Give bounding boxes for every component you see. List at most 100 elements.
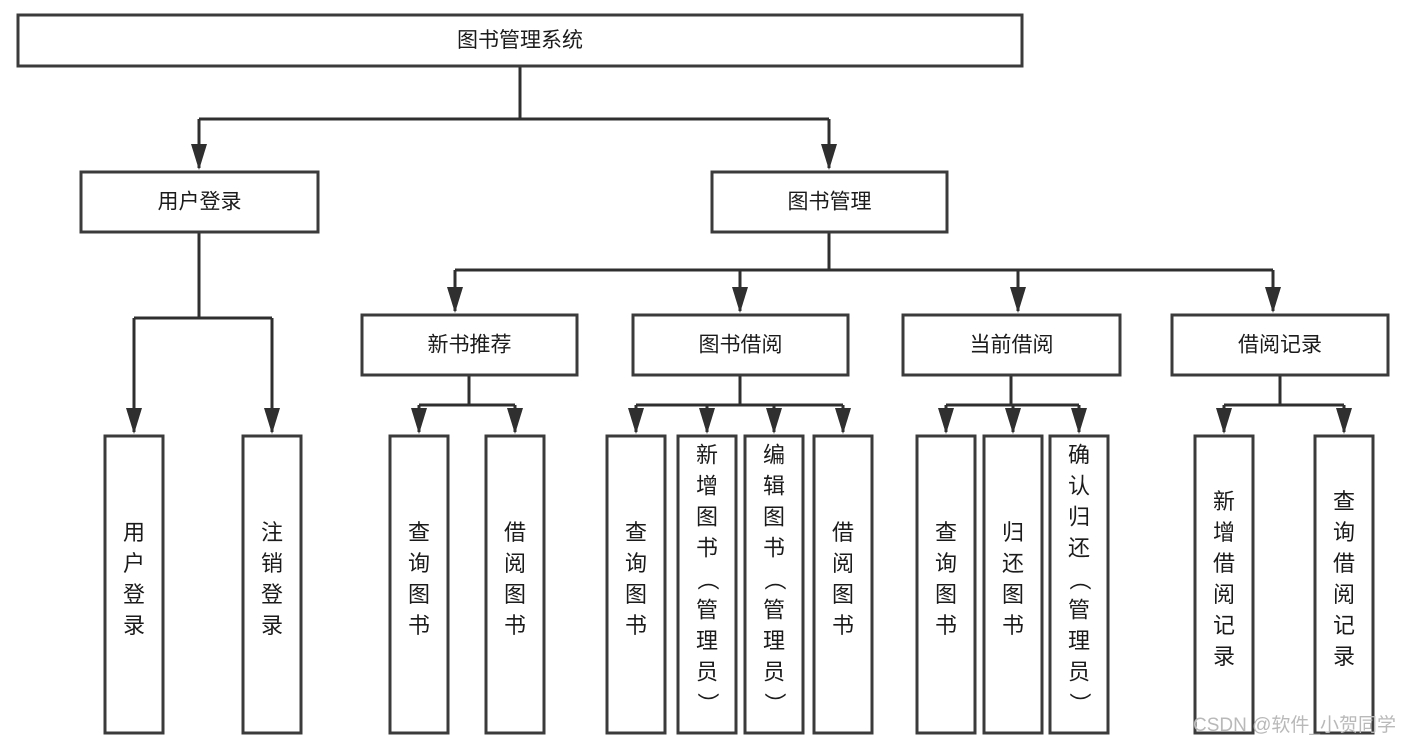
node-label-leaf-cur-return-char-0: 归 <box>1002 520 1024 545</box>
node-label-leaf-cur-return-char-3: 书 <box>1002 613 1024 638</box>
arrow-icon-newbook-1 <box>507 408 523 434</box>
node-records[interactable]: 借阅记录 <box>1170 313 1390 377</box>
node-box-leaf-rec-query[interactable] <box>1313 434 1375 735</box>
node-label-leaf-rec-add-char-4: 记 <box>1213 613 1235 638</box>
node-box-newbook[interactable] <box>360 313 579 377</box>
node-box-leaf-new-borrow[interactable] <box>484 434 546 735</box>
node-label-leaf-cur-return-char-2: 图 <box>1002 582 1024 607</box>
node-box-bookmgmt[interactable] <box>710 170 949 234</box>
node-label-leaf-borrow-add-char-5: 管 <box>696 598 718 623</box>
node-borrow[interactable]: 图书借阅 <box>631 313 850 377</box>
arrow-icon-borrow-3 <box>835 408 851 434</box>
node-label-records: 借阅记录 <box>1238 334 1322 357</box>
node-box-leaf-new-query[interactable] <box>388 434 450 735</box>
node-newbook[interactable]: 新书推荐 <box>360 313 579 377</box>
arrow-icon-login-1 <box>264 408 280 434</box>
node-label-leaf-user-login-char-0: 用 <box>123 520 145 545</box>
node-box-leaf-cur-confirm[interactable] <box>1048 434 1110 735</box>
node-label-leaf-borrow-add-char-4: （ <box>695 568 720 590</box>
node-label-leaf-rec-query-char-3: 阅 <box>1333 582 1355 607</box>
connector-group-bookmgmt <box>447 232 1281 313</box>
node-box-leaf-user-logout[interactable] <box>241 434 303 735</box>
node-box-root[interactable] <box>16 13 1024 68</box>
node-label-leaf-borrow-add-char-1: 增 <box>696 474 718 499</box>
arrow-icon-borrow-2 <box>766 408 782 434</box>
connector-layer <box>126 66 1352 434</box>
node-label-borrow: 图书借阅 <box>699 334 783 357</box>
node-label-leaf-borrow-add-char-7: 员 <box>696 660 718 685</box>
node-label-leaf-cur-confirm-char-3: 还 <box>1068 536 1090 561</box>
node-label-leaf-cur-query-char-3: 书 <box>935 613 957 638</box>
node-label-leaf-borrow-edit-char-6: 理 <box>763 629 785 654</box>
node-login[interactable]: 用户登录 <box>79 170 320 234</box>
node-box-login[interactable] <box>79 170 320 234</box>
node-label-leaf-user-login-char-2: 登 <box>123 582 145 607</box>
node-box-leaf-borrow-add[interactable] <box>676 434 738 735</box>
node-label-newbook: 新书推荐 <box>428 334 512 357</box>
node-label-leaf-borrow-add-char-0: 新 <box>696 443 718 468</box>
arrow-icon-login-0 <box>126 408 142 434</box>
csdn-watermark: CSDN @软件_小贺同学 <box>1193 714 1396 736</box>
node-box-leaf-rec-add[interactable] <box>1193 434 1255 735</box>
arrow-icon-borrow-0 <box>628 408 644 434</box>
node-label-leaf-cur-confirm-char-0: 确 <box>1068 443 1090 468</box>
node-label-leaf-borrow-query-char-2: 图 <box>625 582 647 607</box>
connector-group-records <box>1216 375 1352 434</box>
node-box-borrow[interactable] <box>631 313 850 377</box>
node-leaf-user-login[interactable]: 用户登录 <box>103 434 165 735</box>
arrow-icon-borrow-1 <box>699 408 715 434</box>
arrow-icon-current-2 <box>1071 408 1087 434</box>
node-label-leaf-borrow-edit-char-4: （ <box>762 568 787 590</box>
arrow-icon-bookmgmt-3 <box>1265 287 1281 313</box>
node-label-leaf-new-query-char-3: 书 <box>408 613 430 638</box>
node-box-leaf-borrow-lend[interactable] <box>812 434 874 735</box>
node-box-records[interactable] <box>1170 313 1390 377</box>
node-root[interactable]: 图书管理系统 <box>16 13 1024 68</box>
node-label-leaf-cur-confirm-char-7: 员 <box>1068 660 1090 685</box>
node-label-leaf-borrow-lend-char-3: 书 <box>832 613 854 638</box>
node-label-leaf-borrow-edit-char-2: 图 <box>763 505 785 530</box>
node-label-leaf-rec-query-char-5: 录 <box>1333 644 1355 669</box>
node-label-leaf-cur-confirm-char-8: ） <box>1067 692 1092 714</box>
node-label-leaf-borrow-add-char-6: 理 <box>696 629 718 654</box>
arrow-icon-records-0 <box>1216 408 1232 434</box>
node-label-current: 当前借阅 <box>970 334 1054 357</box>
arrow-icon-current-1 <box>1005 408 1021 434</box>
connector-group-current <box>938 375 1087 434</box>
node-label-leaf-borrow-lend-char-1: 阅 <box>832 551 854 576</box>
arrow-icon-newbook-0 <box>411 408 427 434</box>
node-bookmgmt[interactable]: 图书管理 <box>710 170 949 234</box>
node-label-leaf-cur-confirm-char-5: 管 <box>1068 598 1090 623</box>
node-box-leaf-borrow-edit[interactable] <box>743 434 805 735</box>
node-label-login: 用户登录 <box>158 191 242 214</box>
node-box-leaf-cur-query[interactable] <box>915 434 977 735</box>
node-box-leaf-user-login[interactable] <box>103 434 165 735</box>
node-current[interactable]: 当前借阅 <box>901 313 1122 377</box>
connector-group-login <box>126 232 280 434</box>
node-label-leaf-rec-add-char-0: 新 <box>1213 489 1235 514</box>
node-box-leaf-borrow-query[interactable] <box>605 434 667 735</box>
arrow-icon-root-0 <box>191 144 207 170</box>
connector-group-root <box>191 66 837 170</box>
node-box-leaf-cur-return[interactable] <box>982 434 1044 735</box>
node-label-leaf-rec-add-char-2: 借 <box>1213 551 1235 576</box>
node-label-leaf-new-query-char-2: 图 <box>408 582 430 607</box>
node-box-current[interactable] <box>901 313 1122 377</box>
node-label-leaf-rec-query-char-1: 询 <box>1333 520 1355 545</box>
node-label-leaf-cur-return-char-1: 还 <box>1002 551 1024 576</box>
node-label-leaf-borrow-lend-char-2: 图 <box>832 582 854 607</box>
node-label-leaf-new-borrow-char-2: 图 <box>504 582 526 607</box>
